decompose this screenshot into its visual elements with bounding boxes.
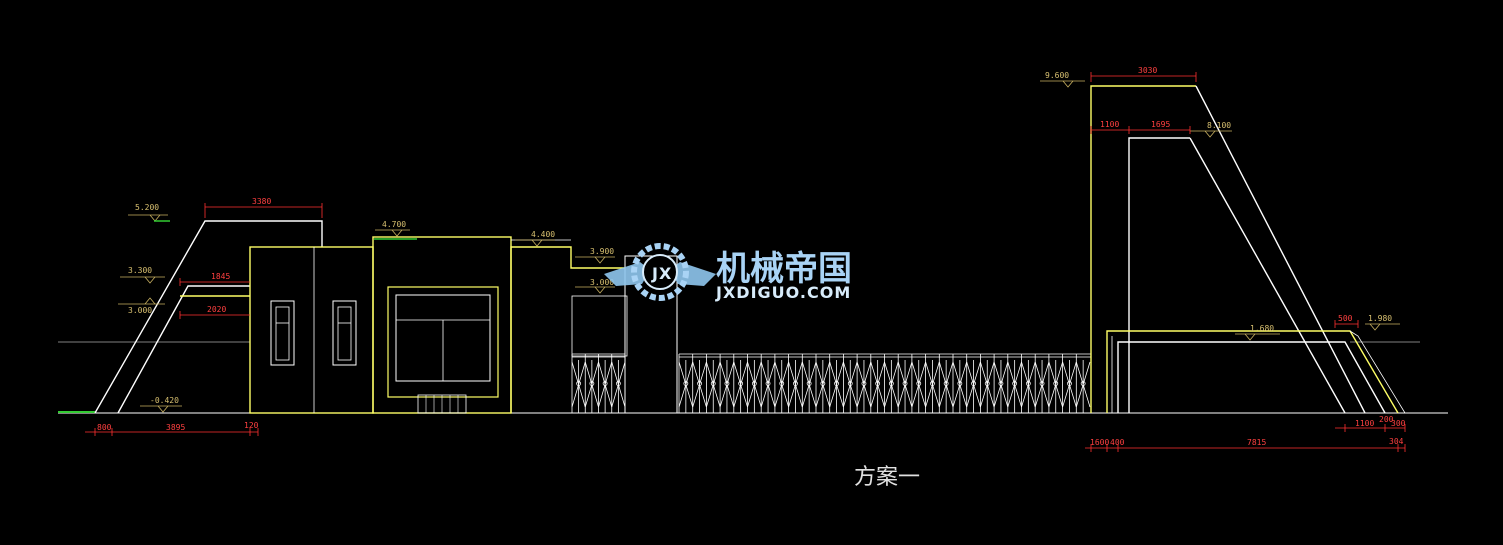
level-3300: 3.300	[128, 266, 152, 275]
level-4700: 4.700	[382, 220, 406, 229]
watermark-emblem: JX	[651, 264, 672, 283]
level-5200: 5.200	[135, 203, 159, 212]
gear-icon	[631, 243, 689, 301]
watermark-en: JXDIGUO.COM	[715, 283, 851, 302]
dim-3895: 3895	[166, 423, 185, 432]
dim-500: 500	[1338, 314, 1353, 323]
left-slope-wall	[94, 220, 323, 414]
level-4400: 4.400	[531, 230, 555, 239]
level-1980: 1.980	[1368, 314, 1392, 323]
dim-400: 400	[1110, 438, 1125, 447]
ground-lines	[58, 341, 1448, 414]
dim-1845: 1845	[211, 272, 230, 281]
fence-main	[678, 353, 1092, 413]
dimension-lines	[85, 72, 1406, 452]
dim-200: 200	[1379, 415, 1394, 424]
right-tower	[1090, 85, 1406, 414]
dim-1695: 1695	[1151, 120, 1170, 129]
level-8100: 8.100	[1207, 121, 1231, 130]
dim-120: 120	[244, 421, 259, 430]
drawing-title: 方案一	[854, 465, 920, 490]
level-minus-0420: -0.420	[150, 396, 179, 405]
wing-left-icon	[604, 262, 650, 286]
dim-304: 304	[1389, 437, 1404, 446]
level-3000-left: 3.000	[128, 306, 152, 315]
dim-300: 300	[1391, 419, 1406, 428]
level-3000-mid: 3.000	[590, 278, 614, 287]
watermark: JX 机械帝国 JXDIGUO.COM	[604, 243, 852, 302]
watermark-cn: 机械帝国	[716, 249, 852, 289]
level-1680: 1.680	[1250, 324, 1274, 333]
fence-left	[571, 353, 626, 413]
gatehouse	[249, 236, 678, 414]
dim-3380: 3380	[252, 197, 271, 206]
dim-2020: 2020	[207, 305, 226, 314]
wing-right-icon	[670, 262, 716, 286]
dim-1100-bottom: 1100	[1355, 419, 1374, 428]
dim-800: 800	[97, 423, 112, 432]
dim-1600: 1600	[1090, 438, 1109, 447]
dim-1100-top: 1100	[1100, 120, 1119, 129]
level-3900: 3.900	[590, 247, 614, 256]
dim-7815: 7815	[1247, 438, 1266, 447]
dim-3030: 3030	[1138, 66, 1157, 75]
level-9600: 9.600	[1045, 71, 1069, 80]
level-markers	[118, 80, 1400, 413]
